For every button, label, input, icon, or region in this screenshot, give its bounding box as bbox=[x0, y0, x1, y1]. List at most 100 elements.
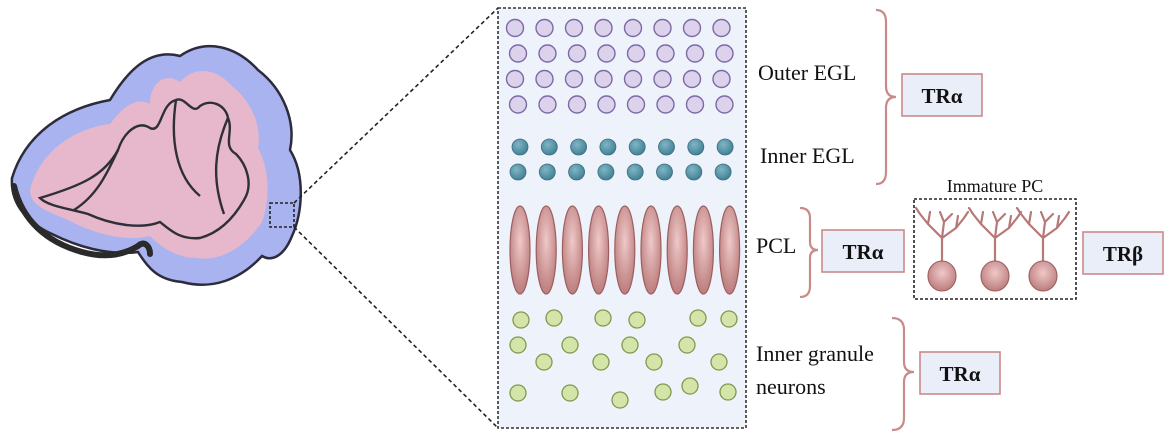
receptor-pcl-text: TRα bbox=[843, 240, 884, 264]
immature-pc-cell bbox=[967, 206, 1023, 292]
granule-cell bbox=[594, 309, 612, 327]
receptor-box-egl bbox=[901, 73, 983, 117]
purkinje-cell bbox=[561, 205, 584, 295]
receptor-granule-text: TRα bbox=[940, 362, 981, 386]
label-outer-egl: Outer EGL bbox=[758, 60, 856, 85]
outer-egl-cells bbox=[505, 18, 734, 114]
immature-purkinje-cells bbox=[914, 206, 1071, 292]
inner-egl-cell bbox=[568, 163, 585, 181]
granule-cell bbox=[654, 383, 672, 401]
inner-egl-cell bbox=[540, 138, 558, 156]
bracket-pcl bbox=[799, 206, 819, 299]
immature-pc-cell bbox=[914, 206, 970, 292]
inner-egl-cell bbox=[597, 163, 615, 181]
granule-cell bbox=[710, 353, 728, 371]
receptor-egl-text: TRα bbox=[922, 84, 963, 108]
outer-egl-cell bbox=[567, 95, 587, 114]
cerebellum-fold-1 bbox=[73, 149, 120, 212]
purkinje-cell bbox=[640, 205, 662, 295]
outer-egl-cell bbox=[597, 95, 616, 114]
outer-egl-cell bbox=[656, 44, 675, 63]
outer-egl-cell bbox=[712, 69, 731, 89]
granule-cell bbox=[509, 384, 527, 402]
zoom-line-bottom bbox=[293, 226, 499, 429]
inner-egl-cell bbox=[570, 138, 587, 156]
outer-egl-cell bbox=[682, 69, 702, 89]
granule-cells bbox=[509, 309, 738, 409]
granule-cell bbox=[611, 391, 629, 409]
zoom-region-box bbox=[269, 202, 295, 228]
outer-egl-cell bbox=[712, 18, 731, 38]
granule-cell bbox=[561, 384, 579, 402]
granule-cell bbox=[628, 311, 646, 329]
outer-egl-cell bbox=[626, 44, 646, 63]
granule-cell bbox=[678, 336, 696, 354]
bracket-egl bbox=[875, 8, 897, 186]
outer-egl-cell bbox=[626, 95, 646, 114]
purkinje-cell bbox=[509, 205, 531, 295]
granule-cell bbox=[720, 310, 738, 328]
granule-cell bbox=[535, 353, 553, 371]
purkinje-cell bbox=[692, 205, 715, 295]
purkinje-cell bbox=[587, 205, 610, 295]
outer-egl-cell bbox=[594, 18, 613, 38]
outer-egl-cell bbox=[567, 44, 587, 63]
granule-cell bbox=[592, 353, 610, 371]
cerebellum-fold-2 bbox=[172, 99, 201, 197]
outer-egl-cell bbox=[564, 69, 584, 89]
immature-pc-soma bbox=[1028, 260, 1058, 292]
purkinje-cell bbox=[614, 205, 636, 295]
inner-egl-cell bbox=[626, 163, 644, 181]
outer-egl-cell bbox=[538, 95, 557, 114]
outer-egl-cell bbox=[653, 18, 672, 38]
inner-egl-cell bbox=[509, 163, 527, 181]
inner-egl-cell bbox=[716, 138, 734, 156]
inner-egl-cell bbox=[511, 138, 529, 156]
immature-pc-title: Immature PC bbox=[947, 176, 1044, 196]
inner-egl-cell bbox=[687, 138, 705, 156]
outer-egl-cell bbox=[508, 95, 528, 114]
inner-egl-cell bbox=[658, 138, 675, 156]
outer-egl-cell bbox=[505, 18, 525, 38]
inner-egl-cell bbox=[599, 138, 617, 156]
cerebellum-granular-layer bbox=[30, 70, 268, 259]
granule-cell bbox=[509, 336, 527, 354]
granule-cell bbox=[561, 336, 579, 354]
immature-pc-soma bbox=[927, 260, 957, 292]
inner-egl-cell bbox=[656, 163, 673, 181]
outer-egl-cell bbox=[535, 69, 554, 89]
granule-cell bbox=[645, 353, 663, 371]
outer-egl-cell bbox=[685, 44, 705, 63]
granule-cell bbox=[689, 309, 707, 327]
outer-egl-cell bbox=[653, 69, 672, 89]
receptor-box-immature-pc bbox=[1082, 231, 1164, 275]
outer-egl-cell bbox=[594, 69, 613, 89]
purkinje-cell bbox=[535, 205, 557, 295]
outer-egl-cell bbox=[535, 18, 554, 38]
inner-egl-cell bbox=[685, 163, 703, 181]
inner-egl-cell bbox=[714, 163, 732, 181]
outer-egl-cell bbox=[564, 18, 584, 38]
purkinje-cell bbox=[718, 205, 741, 295]
purkinje-cells bbox=[509, 205, 741, 295]
outer-egl-cell bbox=[682, 18, 702, 38]
outer-egl-cell bbox=[685, 95, 705, 114]
brainstem-stalk bbox=[11, 183, 153, 259]
inner-egl-cells bbox=[509, 138, 734, 181]
receptor-box-granule bbox=[919, 351, 1001, 395]
granule-cell bbox=[545, 309, 563, 327]
label-neurons: neurons bbox=[756, 374, 826, 399]
purkinje-cell bbox=[666, 205, 688, 295]
cerebellum-section bbox=[10, 44, 302, 286]
outer-egl-cell bbox=[508, 44, 528, 63]
outer-egl-cell bbox=[597, 44, 616, 63]
outer-egl-cell bbox=[715, 44, 734, 63]
immature-pc-soma bbox=[980, 260, 1010, 292]
outer-egl-cell bbox=[623, 18, 643, 38]
zoom-line-top bbox=[293, 7, 499, 204]
label-inner-granule: Inner granule bbox=[756, 341, 874, 366]
outer-egl-cell bbox=[715, 95, 734, 114]
granule-cell bbox=[719, 383, 737, 401]
